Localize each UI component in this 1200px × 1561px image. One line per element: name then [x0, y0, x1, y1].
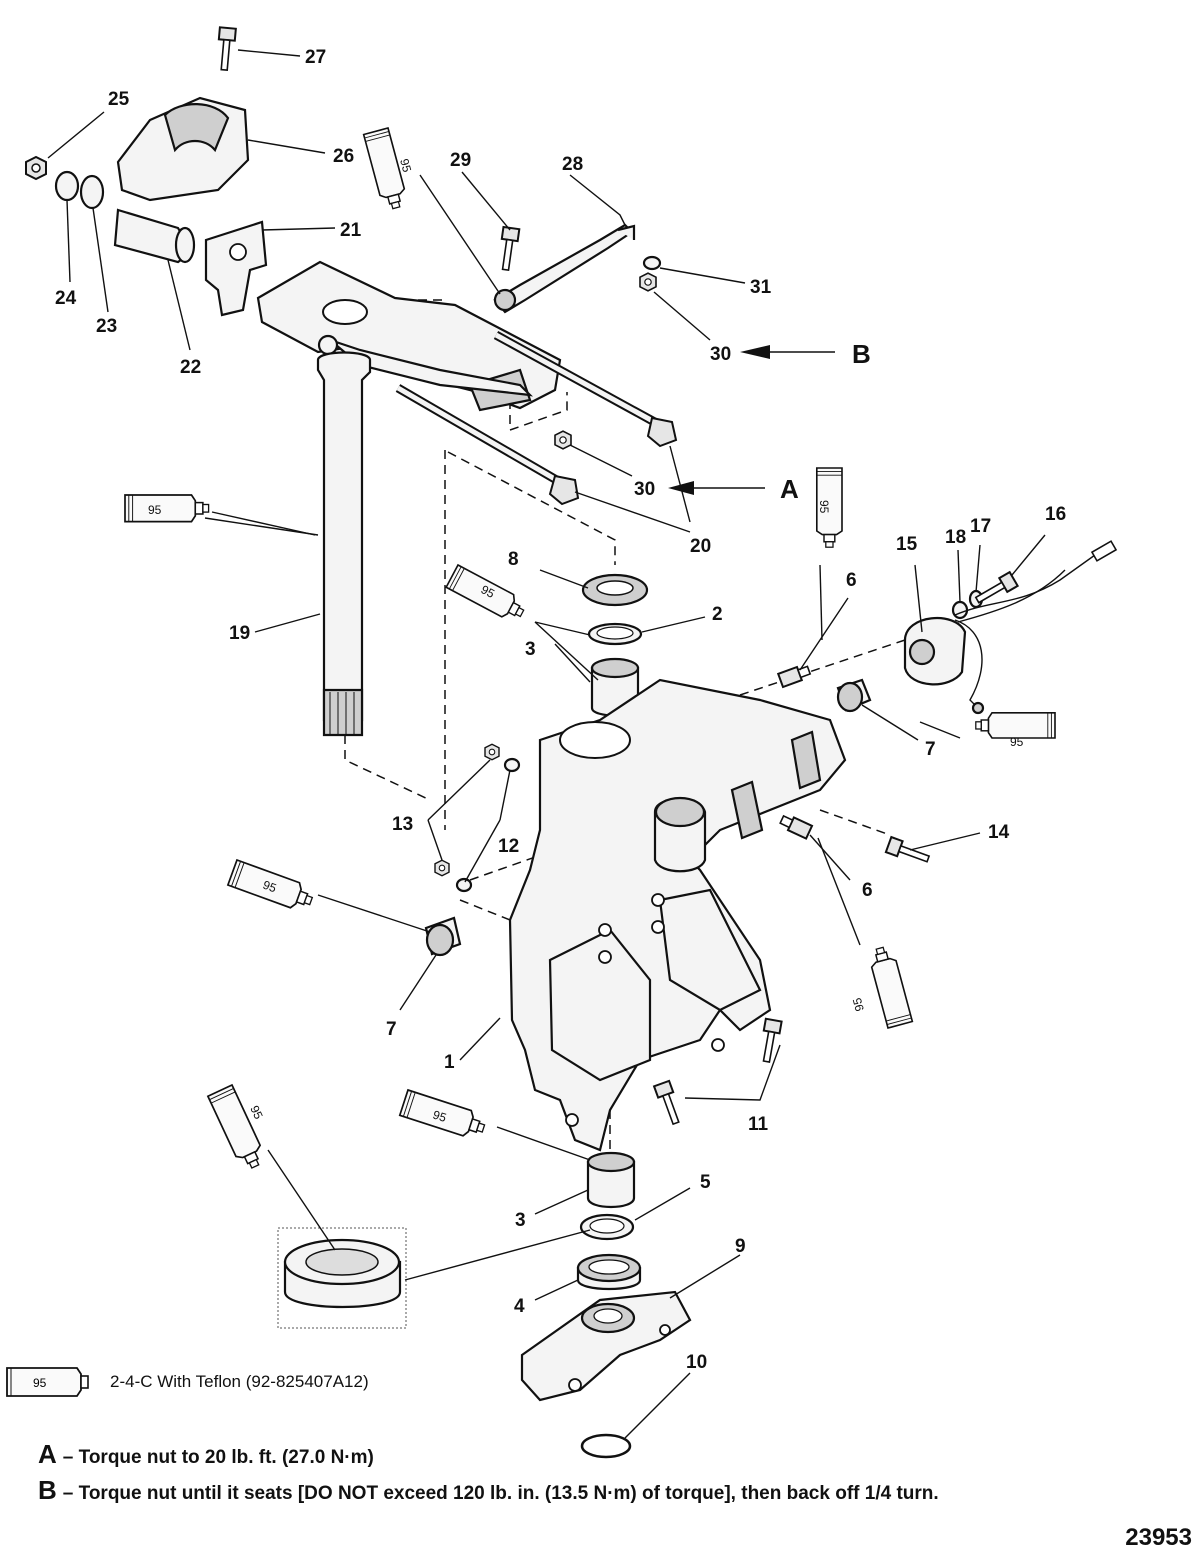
nut-25	[25, 156, 47, 180]
callout-7-left: 7	[386, 1019, 397, 1040]
leader-lines	[47, 49, 1046, 1439]
callout-6-upper: 6	[846, 570, 857, 591]
callout-1: 1	[444, 1052, 455, 1073]
callout-11: 11	[748, 1114, 769, 1135]
screw-11-left	[653, 1079, 685, 1127]
callout-numbers: 27 25 26 21 24 23 22 29 28 31 30 30 20 1…	[55, 47, 1066, 1373]
callout-25: 25	[108, 89, 130, 110]
note-b: B– Torque nut until it seats [DO NOT exc…	[38, 1476, 1118, 1508]
small-hardware	[424, 665, 932, 1127]
callout-letter-a: A	[780, 474, 799, 504]
tube-label-3-lower: 95	[431, 1108, 448, 1126]
callout-28: 28	[562, 154, 583, 175]
nut-30-lower	[554, 430, 572, 450]
callout-29: 29	[450, 150, 471, 171]
callout-3-upper: 3	[525, 639, 536, 660]
callout-3-lower: 3	[515, 1210, 526, 1231]
legend-text: 2-4-C With Teflon (92-825407A12)	[110, 1372, 369, 1391]
note-a-letter: A	[38, 1439, 57, 1469]
callout-31: 31	[750, 277, 772, 298]
swivel-bracket-1	[508, 678, 847, 1152]
callout-27: 27	[305, 47, 326, 68]
callout-17: 17	[970, 516, 991, 537]
lower-stack	[520, 1151, 692, 1459]
callout-24: 24	[55, 288, 77, 309]
callout-20: 20	[690, 536, 711, 557]
screw-11-right	[757, 1017, 783, 1064]
tube-label-7-left: 95	[261, 878, 279, 896]
torque-notes: A– Torque nut to 20 lb. ft. (27.0 N·m) B…	[38, 1440, 1118, 1512]
callout-16: 16	[1045, 504, 1066, 525]
callout-12: 12	[498, 836, 519, 857]
callout-6-lower: 6	[862, 880, 873, 901]
note-b-text: – Torque nut until it seats [DO NOT exce…	[62, 1483, 939, 1504]
callout-18: 18	[945, 527, 966, 548]
callout-13: 13	[392, 814, 413, 835]
note-a-text: – Torque nut to 20 lb. ft. (27.0 N·m)	[62, 1447, 374, 1468]
tube-label-6-upper: 95	[817, 500, 831, 514]
legend-tube-label: 95	[33, 1376, 47, 1390]
callout-letter-b: B	[852, 339, 871, 369]
washer-12-lower	[455, 877, 473, 893]
tube-label-29: 95	[397, 157, 414, 174]
callout-23: 23	[96, 316, 117, 337]
tube-inset	[207, 1084, 269, 1173]
callout-15: 15	[896, 534, 918, 555]
upper-bracket	[256, 260, 678, 506]
bushing-3-lower	[586, 1160, 636, 1208]
bolt-29	[496, 225, 521, 272]
fitting-6-upper	[776, 665, 812, 689]
note-b-letter: B	[38, 1475, 57, 1505]
screw-16	[972, 571, 1019, 608]
tube-label-7-right: 95	[1010, 735, 1024, 749]
tube-label-8: 95	[479, 582, 498, 601]
callout-14: 14	[988, 822, 1010, 843]
nut-13-upper	[484, 743, 500, 761]
steering-arm-assembly	[493, 223, 662, 314]
tube-label-6-lower: 95	[850, 996, 867, 1013]
callout-5: 5	[700, 1172, 711, 1193]
bolt-27	[215, 26, 237, 72]
tie-bar-20-lower	[395, 384, 580, 506]
note-a: A– Torque nut to 20 lb. ft. (27.0 N·m)	[38, 1440, 1118, 1472]
callout-2: 2	[712, 604, 723, 625]
sender-assembly	[903, 540, 1118, 715]
washer-12-upper	[503, 757, 521, 773]
tube-6-lower	[866, 944, 914, 1029]
washer-24	[54, 170, 80, 202]
ring-10	[580, 1433, 632, 1459]
callout-21: 21	[340, 220, 362, 241]
callout-arrows	[668, 345, 835, 495]
callout-30-a: 30	[634, 479, 655, 500]
figure-number: 23953	[1125, 1524, 1192, 1551]
callout-7-right: 7	[925, 739, 936, 760]
tube-label-inset: 95	[247, 1103, 265, 1121]
plate-21	[204, 220, 268, 317]
nut-13-lower	[434, 859, 450, 877]
yoke-9	[520, 1290, 692, 1402]
tube-19	[124, 494, 210, 523]
callout-8: 8	[508, 549, 519, 570]
callout-22: 22	[180, 357, 201, 378]
washer-18	[951, 600, 969, 620]
callout-9: 9	[735, 1236, 746, 1257]
lubricant-tube-icon: 95	[6, 1367, 89, 1397]
nut-30-top	[639, 272, 657, 292]
clamp-assembly	[25, 26, 268, 317]
inset-detail	[277, 1227, 591, 1329]
lubricant-legend: 95 2-4-C With Teflon (92-825407A12)	[6, 1366, 369, 1398]
screw-14	[884, 836, 932, 868]
steering-tube-19	[316, 351, 372, 737]
tube-label-19: 95	[148, 503, 162, 517]
callout-30-b: 30	[710, 344, 731, 365]
callout-10: 10	[686, 1352, 707, 1373]
callout-26: 26	[333, 146, 354, 167]
tie-bar-20-upper	[493, 331, 678, 448]
callout-4: 4	[514, 1296, 525, 1317]
callout-19: 19	[229, 623, 250, 644]
washer-31	[642, 255, 662, 271]
fitting-6-lower	[779, 814, 814, 840]
washer-23	[79, 174, 105, 210]
